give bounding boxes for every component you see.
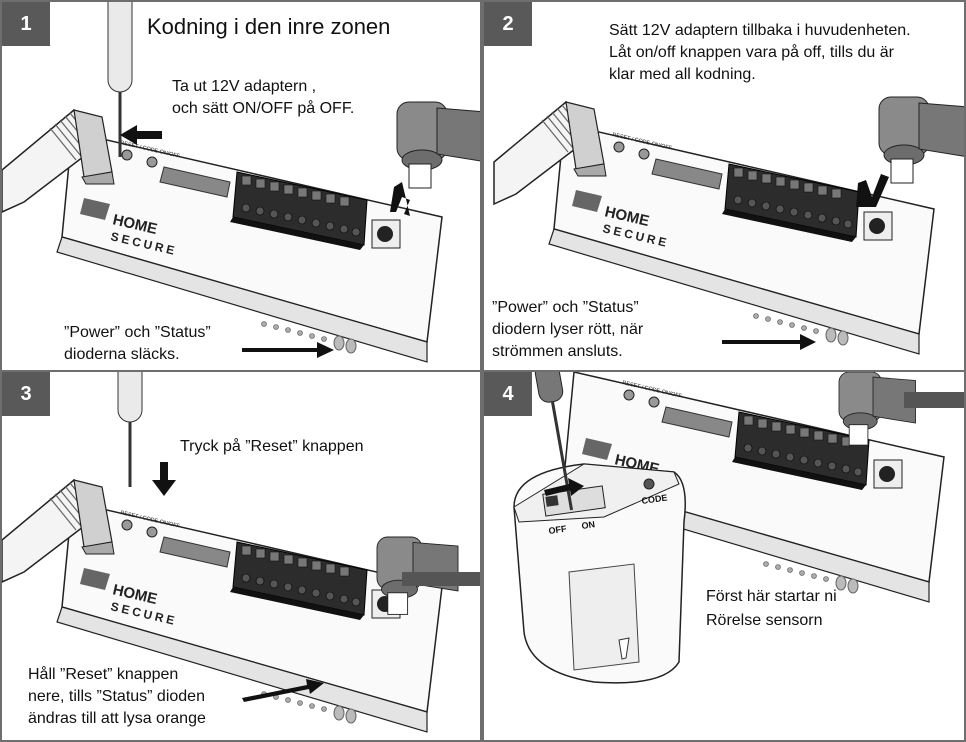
right-arrow-icon (544, 478, 584, 496)
step-4-result-line1: Först här startar ni (706, 588, 837, 605)
step-1-instruction-line2: och sätt ON/OFF på OFF. (172, 100, 355, 117)
step-number-badge: 1 (2, 2, 50, 46)
page-title: Kodning i den inre zonen (147, 14, 391, 39)
step-2-instruction-line2: Låt on/off knappen vara på off, tills du… (609, 44, 894, 61)
step-3-result-line2: nere, tills ”Status” dioden (28, 688, 205, 705)
step-4-result-line2: Rörelse sensorn (706, 612, 823, 629)
step-3-illustration (2, 372, 480, 733)
down-arrow-icon (152, 462, 176, 496)
left-arrow-icon (120, 125, 162, 145)
right-arrow-icon (242, 679, 324, 702)
step-2-instruction-line1: Sätt 12V adaptern tillbaka i huvudenhete… (609, 22, 911, 39)
step-number-badge: 4 (484, 372, 532, 416)
step-2-result-line1: ”Power” och ”Status” (492, 299, 639, 316)
svg-text:OFF: OFF (548, 524, 568, 536)
step-1-illustration (2, 2, 480, 363)
step-2-panel: 2 Sätt 12V adaptern tillbaka i huvudenhe… (482, 0, 966, 372)
step-1-result-line2: dioderna släcks. (64, 346, 180, 363)
right-arrow-icon (242, 342, 334, 358)
step-3-result-line3: ändras till att lysa orange (28, 710, 206, 727)
step-1-panel: 1 Kodning i den inre zonen Ta ut 12V ada… (0, 0, 482, 372)
step-2-result-line2: diodern lyser rött, när (492, 321, 644, 338)
step-number-badge: 3 (2, 372, 50, 416)
motion-sensor: OFF ON CODE (513, 463, 686, 684)
step-2-illustration (493, 96, 964, 355)
svg-text:CODE: CODE (641, 492, 668, 506)
step-1-result-line1: ”Power” och ”Status” (64, 324, 211, 341)
svg-text:ON: ON (581, 519, 596, 531)
step-1-instruction-line1: Ta ut 12V adaptern , (172, 78, 317, 95)
step-2-instruction-line3: klar med all kodning. (609, 66, 756, 83)
right-arrow-icon (722, 334, 816, 350)
step-4-panel: OFF ON CODE 4 Först här startar ni Rörel… (482, 370, 966, 742)
step-3-panel: 3 Tryck på ”Reset” knappen Håll ”Reset” … (0, 370, 482, 742)
step-number-badge: 2 (484, 2, 532, 46)
step-2-result-line3: strömmen ansluts. (492, 343, 623, 360)
step-3-result-line1: Håll ”Reset” knappen (28, 666, 179, 683)
step-3-instruction: Tryck på ”Reset” knappen (180, 438, 364, 455)
up-arrow-icon (390, 182, 410, 216)
step-4-illustration: OFF ON CODE (513, 372, 964, 684)
down-arrow-icon (856, 174, 889, 207)
